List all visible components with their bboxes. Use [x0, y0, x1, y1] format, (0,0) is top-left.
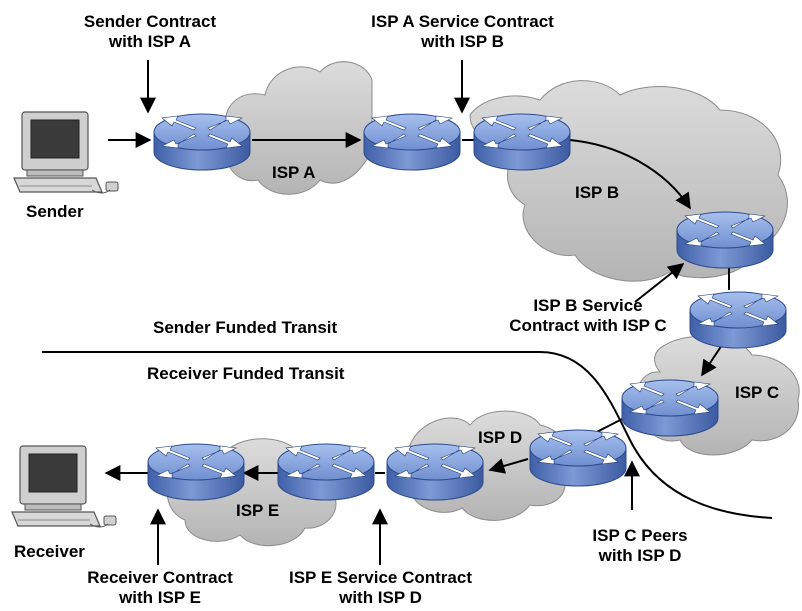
receiver-funded-label: Receiver Funded Transit	[147, 364, 345, 383]
isp-e-contract-label: ISP E Service Contract with ISP D	[289, 568, 472, 607]
router-icon	[386, 443, 484, 501]
router-icon	[277, 443, 375, 501]
isp-b-contract-label: ISP B Service Contract with ISP C	[509, 296, 667, 335]
isp-e-label: ISP E	[236, 501, 280, 520]
isp-b-contract-callout-arrow	[634, 263, 685, 303]
receiver-label: Receiver	[14, 542, 85, 561]
isp-d-label: ISP D	[478, 428, 523, 447]
router-icon	[363, 113, 461, 171]
computer-icon	[11, 445, 117, 528]
isp-c-label: ISP C	[735, 383, 780, 402]
receiver-contract-label: Receiver Contract with ISP E	[87, 568, 233, 607]
router-icon	[473, 113, 571, 171]
isp-a-contract-label: ISP A Service Contract with ISP B	[371, 12, 554, 51]
router-icon	[689, 291, 787, 349]
router-icon	[529, 429, 627, 487]
isp-d-link-arrow	[488, 458, 529, 474]
isp-b-link-arrow	[569, 139, 691, 210]
isp-b-label: ISP B	[575, 183, 620, 202]
sender-funded-label: Sender Funded Transit	[153, 318, 338, 337]
isp-c-link-arrow	[701, 344, 723, 377]
sender-contract-label: Sender Contract with ISP A	[83, 12, 217, 51]
sender-label: Sender	[26, 202, 84, 221]
isp-a-label: ISP A	[272, 163, 316, 182]
router-icon	[621, 379, 719, 437]
computer-icon	[13, 111, 119, 194]
router-icon	[147, 443, 245, 501]
router-icon	[676, 211, 774, 269]
isp-c-peers-label: ISP C Peers with ISP D	[592, 526, 688, 565]
transit-boundary-line	[42, 351, 773, 519]
router-icon	[153, 113, 251, 171]
